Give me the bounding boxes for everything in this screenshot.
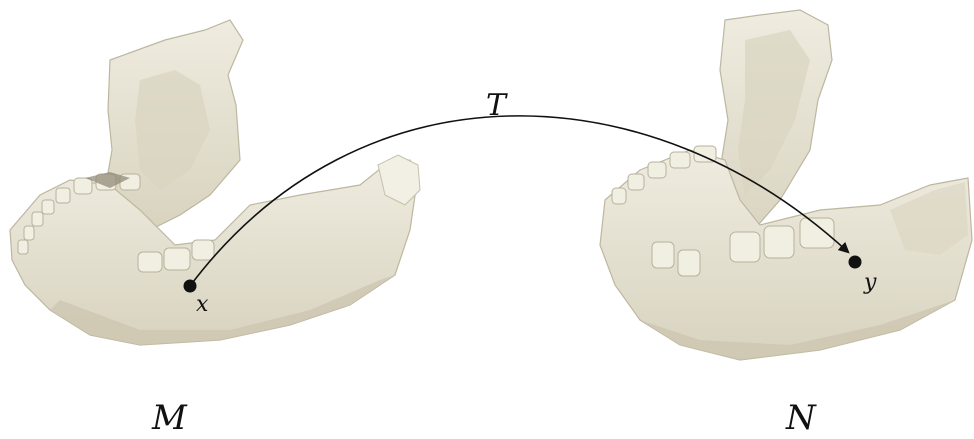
point-x-label: x [196,292,208,317]
mandible-m [10,20,420,345]
point-x-dot [184,280,197,293]
shape-n-label: N [786,398,816,438]
mandible-n [600,10,972,360]
point-y-label: y [864,270,876,295]
map-label: T [486,88,506,123]
shape-m-label: M [152,398,187,438]
point-y-dot [849,256,862,269]
